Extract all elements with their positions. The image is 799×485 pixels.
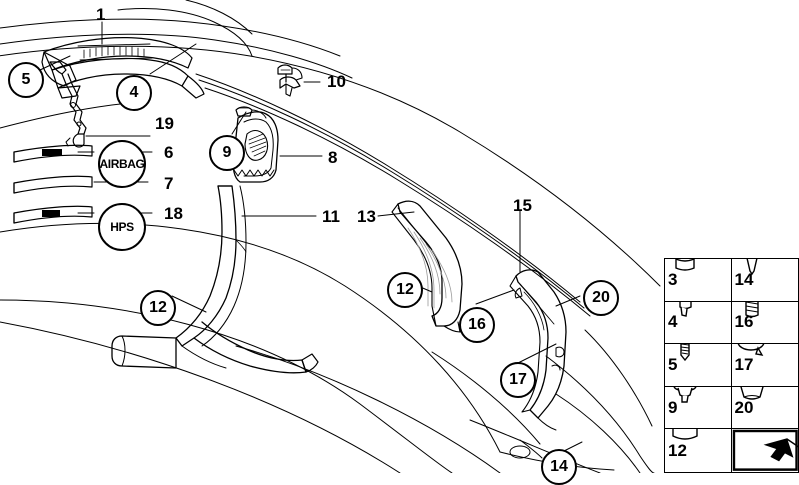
callout-11: 11 — [322, 207, 340, 226]
expanding-rivet-icon — [746, 259, 757, 276]
pan-head-screw-icon — [744, 301, 759, 317]
legend-number-14: 14 — [734, 269, 754, 289]
legend-number-16: 16 — [734, 312, 754, 332]
drive-rivet-icon — [673, 386, 697, 403]
pointer-arrow-icon — [732, 430, 798, 472]
callout-4: 4 — [116, 75, 152, 111]
turn-clip-icon — [679, 301, 692, 317]
round-cap-icon — [672, 429, 698, 441]
legend-cell-12: 12 — [665, 429, 732, 472]
callout-12-right: 12 — [387, 272, 423, 308]
callout-20: 20 — [583, 280, 619, 316]
legend-cell-16: 16 — [731, 301, 798, 345]
legend-cell-14: 14 — [731, 259, 798, 302]
grommet-icon — [739, 386, 764, 400]
legend-cell-17: 17 — [731, 344, 798, 387]
legend-cell-5: 5 — [665, 344, 732, 387]
callout-9: 9 — [209, 135, 245, 171]
legend-number-12: 12 — [668, 440, 687, 460]
callout-17: 17 — [500, 362, 536, 398]
callout-6: 6 — [164, 143, 174, 162]
callout-13: 13 — [357, 207, 376, 226]
legend-number-17: 17 — [734, 354, 754, 374]
cover-cap-icon — [737, 344, 764, 357]
callout-15: 15 — [513, 196, 532, 215]
legend-number-20: 20 — [734, 397, 754, 417]
badge-airbag: AIRBAG — [98, 140, 146, 188]
legend-cell-pointer — [732, 429, 798, 472]
callout-16: 16 — [459, 307, 495, 343]
callout-10: 10 — [327, 72, 346, 91]
callout-12-left: 12 — [140, 290, 176, 326]
callout-7: 7 — [164, 174, 174, 193]
legend-cell-4: 4 — [665, 301, 732, 345]
callout-14: 14 — [541, 449, 577, 485]
legend-number-5: 5 — [668, 354, 678, 374]
callout-18: 18 — [164, 204, 183, 223]
callout-1: 1 — [96, 5, 106, 24]
legend-number-4: 4 — [668, 312, 678, 332]
self-tap-screw-icon — [680, 344, 690, 362]
fastener-legend-table: 3 14 4 — [664, 258, 799, 473]
legend-cell-9: 9 — [665, 386, 732, 430]
callout-19: 19 — [155, 114, 174, 133]
push-rivet-icon — [675, 259, 695, 271]
legend-cell-20: 20 — [731, 386, 798, 430]
callout-5: 5 — [8, 62, 44, 98]
badge-hps: HPS — [98, 203, 146, 251]
legend-number-3: 3 — [668, 269, 678, 289]
callout-8: 8 — [328, 148, 338, 167]
legend-cell-3: 3 — [665, 259, 732, 302]
legend-number-9: 9 — [668, 397, 678, 417]
diagram-linework — [0, 0, 661, 473]
